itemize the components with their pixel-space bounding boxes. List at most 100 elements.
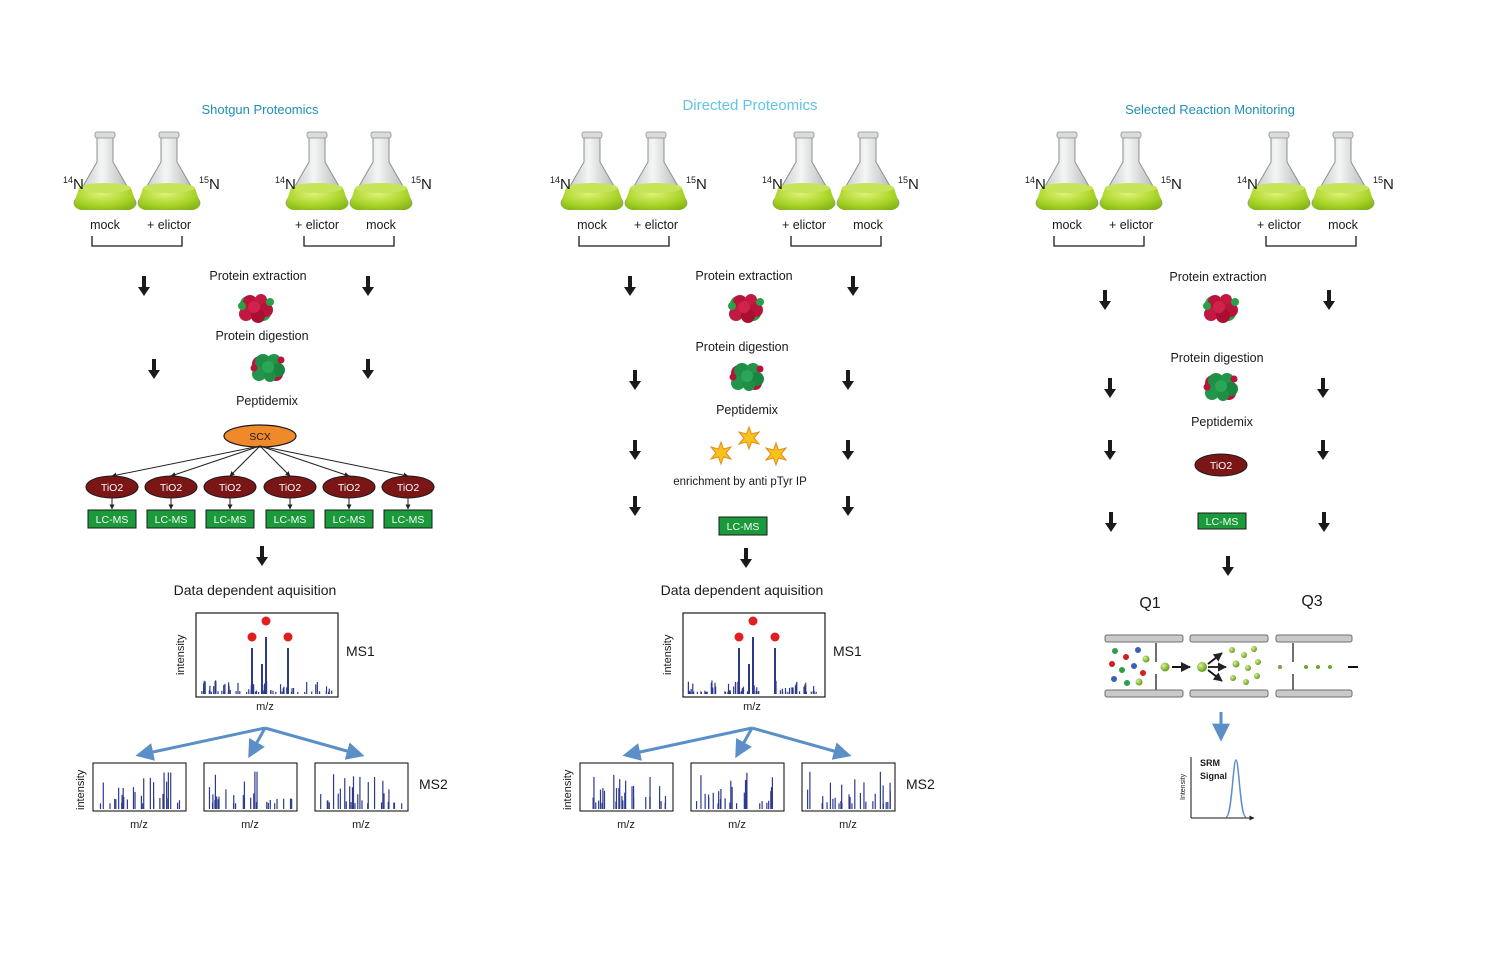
srm-panel: Protein extraction Protein digestion Pep… <box>1099 270 1358 821</box>
step-protein-extraction: Protein extraction <box>209 269 306 283</box>
digested-protein-icon <box>729 363 764 391</box>
down-arrow <box>362 359 374 379</box>
flask-icon <box>349 131 413 211</box>
fan-line <box>259 445 291 477</box>
tio2-label: TiO2 <box>160 482 183 494</box>
blue-fragment-arrow <box>248 727 267 759</box>
fan-line <box>229 445 261 477</box>
step-protein-digestion: Protein digestion <box>1170 351 1263 365</box>
isotope-14n-label: 14N <box>63 175 84 193</box>
shotgun-panel: Protein extraction Protein digestion Pep… <box>85 269 435 598</box>
selected-precursor-marker <box>247 632 257 642</box>
flask-icon <box>1035 131 1099 211</box>
lcms-label: LC-MS <box>333 514 366 526</box>
protein-icon <box>728 294 764 323</box>
ms2-spectrum: m/z <box>92 762 187 831</box>
x-axis-label: m/z <box>256 701 274 713</box>
flask-icon <box>772 131 836 211</box>
lcms-label: LC-MS <box>96 514 129 526</box>
flask-icon <box>285 131 349 211</box>
selected-precursor-marker <box>283 632 293 642</box>
x-axis-label: m/z <box>617 819 635 831</box>
lcms-label: LC-MS <box>392 514 425 526</box>
isotope-15n-label: 15N <box>898 175 919 193</box>
ms2-spectrum: m/z <box>314 762 409 831</box>
flask-icon <box>836 131 900 211</box>
flask-icon <box>624 131 688 211</box>
pair-bracket <box>303 236 395 247</box>
isotope-15n-label: 15N <box>686 175 707 193</box>
flask-icon <box>560 131 624 211</box>
panel-title-srm: Selected Reaction Monitoring <box>1125 102 1295 117</box>
tio2-label: TiO2 <box>338 482 361 494</box>
selected-precursor-marker <box>734 632 744 642</box>
q1-label: Q1 <box>1139 595 1160 612</box>
isotope-14n-label: 14N <box>1237 175 1258 193</box>
tio2-label: TiO2 <box>101 482 124 494</box>
down-arrow <box>1318 512 1330 532</box>
step-protein-extraction: Protein extraction <box>695 269 792 283</box>
down-arrow <box>1099 290 1111 310</box>
lcms-label: LC-MS <box>727 521 760 533</box>
blue-fragment-arrow <box>735 727 754 759</box>
lcms-label: LC-MS <box>1206 516 1239 528</box>
down-arrow <box>362 276 374 296</box>
ms2-spectrum: m/z <box>801 762 896 831</box>
condition-label: mock <box>366 218 397 232</box>
fan-line <box>259 445 409 478</box>
protein-icon <box>238 294 274 323</box>
x-axis-label: m/z <box>839 819 857 831</box>
step-protein-digestion: Protein digestion <box>215 329 308 343</box>
y-axis-label: intensity <box>562 769 574 810</box>
down-arrow <box>842 440 854 460</box>
scx-fan-lines <box>111 445 409 478</box>
lcms-box <box>1197 512 1247 530</box>
down-arrow <box>842 496 854 516</box>
digested-protein-icon <box>1203 373 1238 401</box>
tio2-label: TiO2 <box>397 482 420 494</box>
blue-fragment-arrow <box>622 726 753 761</box>
lcms-box <box>718 516 768 536</box>
tio2-label: TiO2 <box>219 482 242 494</box>
down-arrow <box>624 276 636 296</box>
lcms-label: LC-MS <box>274 514 307 526</box>
antibody-star-icon <box>738 426 760 450</box>
step-protein-digestion: Protein digestion <box>695 340 788 354</box>
fan-line <box>170 445 261 477</box>
condition-label: + elictor <box>147 218 191 232</box>
lcms-box <box>265 509 315 529</box>
ms2-spectrum: m/z <box>690 762 785 831</box>
y-axis-label: intensity <box>175 634 187 675</box>
isotope-15n-label: 15N <box>199 175 220 193</box>
panel-title-shotgun: Shotgun Proteomics <box>201 102 319 117</box>
down-arrow <box>256 546 268 566</box>
selected-precursor-marker <box>770 632 780 642</box>
ms2-spectrum: m/z <box>579 762 674 831</box>
acquisition-label: Data dependent aquisition <box>661 582 824 598</box>
acquisition-label: Data dependent aquisition <box>174 582 337 598</box>
selected-precursor-marker <box>748 616 758 626</box>
x-axis-label: m/z <box>241 819 259 831</box>
condition-label: mock <box>853 218 884 232</box>
condition-label: mock <box>1052 218 1083 232</box>
down-arrow <box>629 370 641 390</box>
scx-label: SCX <box>249 431 271 443</box>
srm-signal-line1: SRM <box>1200 758 1220 768</box>
step-peptidemix: Peptidemix <box>716 403 779 417</box>
step-peptidemix: Peptidemix <box>1191 415 1254 429</box>
panel-title-directed: Directed Proteomics <box>682 97 817 114</box>
x-axis-label: m/z <box>352 819 370 831</box>
x-axis-label: m/z <box>130 819 148 831</box>
lcms-box <box>87 509 137 529</box>
srm-signal-line2: Signal <box>1200 771 1227 781</box>
digested-protein-icon <box>250 354 285 382</box>
